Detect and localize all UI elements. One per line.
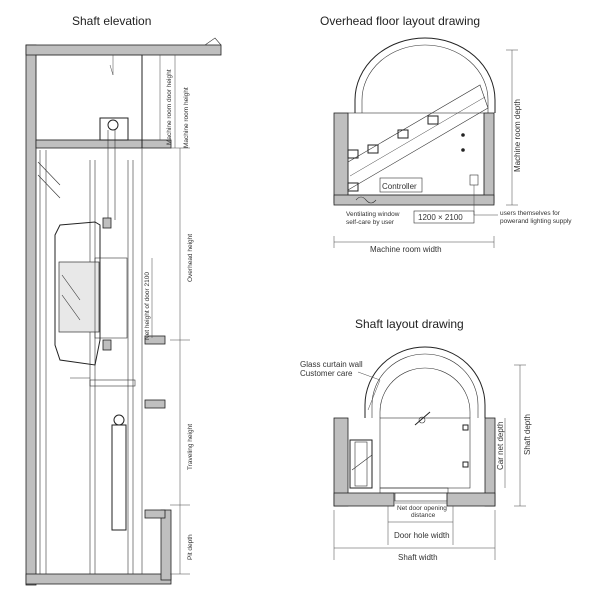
glass-leader (357, 371, 381, 381)
vent-icon (355, 196, 377, 204)
vent-label: Ventilating window (346, 211, 400, 218)
customer-care-label: Customer care (300, 369, 353, 378)
dim-box (413, 210, 475, 224)
overhead-right-wall (483, 112, 495, 204)
label-mr-door-height: Machine room door height (166, 69, 173, 145)
label-pit-depth: Pit depth (187, 534, 194, 560)
machine-room (35, 54, 143, 141)
traction-machine (99, 117, 129, 141)
marker-5 (347, 182, 359, 192)
label-net-door-height: Net height of door 2100 (144, 272, 151, 340)
dot-1 (461, 133, 465, 137)
dot-2 (461, 148, 465, 152)
car-guide-shoe-bottom (102, 339, 112, 351)
machine-room-floor (35, 139, 172, 149)
landing-door (394, 492, 448, 502)
selfcare-label: self-care by user (346, 219, 395, 226)
marker-4 (427, 115, 439, 125)
shaft-front-wall-right (446, 492, 496, 507)
label-overhead-height: Overhead height (187, 234, 194, 282)
car-glass-hatch-2 (61, 294, 81, 321)
glass-curtain-label: Glass curtain wall (300, 360, 363, 369)
dimension-label: 1200 × 2100 (418, 213, 463, 222)
shaft-arch-inner (379, 367, 471, 418)
distance-label: distance (411, 512, 436, 519)
shaft-car (379, 417, 471, 489)
overhead-bottom-wall (333, 194, 495, 206)
shaft-elevation-title: Shaft elevation (72, 14, 151, 28)
landing-slab-2 (144, 399, 166, 409)
shaft-arch-mid (371, 353, 479, 418)
glass-leader-2 (367, 379, 381, 411)
glass-hatch-2 (37, 174, 61, 199)
controller-box (379, 177, 423, 193)
roof-break-mark (204, 37, 222, 46)
car-body (54, 221, 101, 366)
buffer-beam (89, 379, 136, 387)
car-marker-2 (462, 461, 469, 468)
shaft-counterweight (349, 439, 373, 489)
marker-3 (397, 129, 409, 139)
shaft-front-wall-left (333, 492, 395, 507)
roof-slab (25, 44, 222, 56)
shaft-layout-drawing: Glass curtain wall Customer care Car net… (300, 346, 532, 562)
sheave-icon (107, 119, 119, 131)
car-guide-shoe-top (102, 217, 112, 229)
mr-depth-label: Machine room depth (513, 99, 522, 172)
shaft-depth-label: Shaft depth (523, 414, 532, 455)
net-door-label: Net door opening (397, 505, 447, 512)
left-wall (25, 44, 37, 586)
label-mr-height: Machine room height (183, 87, 190, 148)
overhead-left-wall (333, 112, 349, 204)
car-rail-mark (414, 411, 431, 426)
car-rail-icon (418, 416, 426, 424)
door-hole-label: Door hole width (394, 531, 450, 540)
marker-2 (367, 144, 379, 154)
marker-1 (347, 149, 359, 159)
cw-diag (351, 454, 373, 471)
shaft-elevation-drawing: Machine room door height Machine room he… (25, 37, 222, 586)
overhead-floor-title: Overhead floor layout drawing (320, 14, 480, 28)
overhead-arch-inner (361, 44, 489, 113)
car-marker-1 (462, 424, 469, 431)
shaft-layout-title: Shaft layout drawing (355, 317, 464, 331)
power-note-2: powerand lighting supply (500, 218, 572, 225)
car-sill (379, 487, 449, 494)
power-box (469, 174, 479, 186)
overhead-floor-drawing: Controller Ventilating window self-care … (333, 37, 572, 254)
shaft-arch-outer (364, 346, 486, 418)
pit-wall (160, 509, 172, 581)
diagonal-beam (347, 84, 489, 191)
beam-centerline (349, 96, 486, 177)
cw-inner (354, 441, 368, 487)
overhead-arch-outer (354, 37, 496, 113)
controller-label: Controller (382, 182, 417, 191)
pit-floor (25, 573, 172, 585)
label-traveling-height: Traveling height (187, 424, 194, 470)
power-note-1: users themselves for (500, 210, 561, 217)
landing-slab-1 (144, 335, 166, 345)
landing-slab-3 (144, 509, 166, 519)
hook-arrow (109, 64, 114, 76)
car-net-depth-label: Car net depth (496, 422, 505, 470)
car-glass-hatch-1 (61, 274, 81, 301)
mr-width-label: Machine room width (370, 245, 442, 254)
car-door (94, 257, 128, 339)
glass-hatch-1 (37, 161, 61, 186)
car-window (58, 261, 100, 333)
counterweight-pulley-icon (113, 414, 125, 426)
counterweight (111, 424, 127, 531)
shaft-width-label: Shaft width (398, 553, 438, 562)
